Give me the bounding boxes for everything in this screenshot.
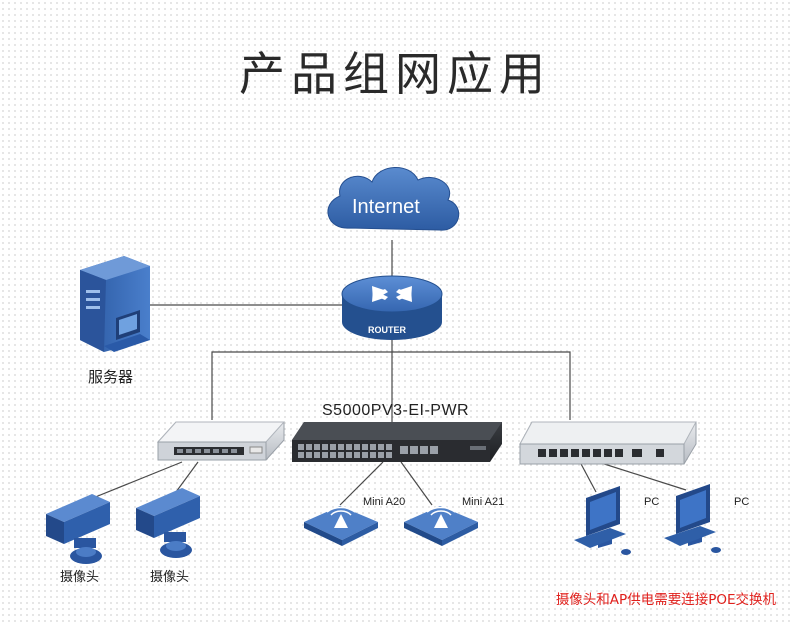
link-core-ap-left xyxy=(339,461,384,506)
core-switch-port xyxy=(362,452,368,458)
pc-1-label: PC xyxy=(644,496,660,508)
core-switch-port xyxy=(306,444,312,450)
core-switch-port xyxy=(330,452,336,458)
connection-lines xyxy=(87,240,687,506)
core-switch-port xyxy=(298,444,304,450)
core-switch-port xyxy=(322,444,328,450)
core-switch-port xyxy=(346,444,352,450)
camera-2-icon xyxy=(136,488,200,558)
router-label: ROUTER xyxy=(368,325,406,335)
core-switch-port xyxy=(386,444,392,450)
pc-2-icon xyxy=(664,484,721,553)
core-switch-label: S5000PV3-EI-PWR xyxy=(322,402,470,419)
core-switch-port xyxy=(330,444,336,450)
core-switch-sfp-port xyxy=(430,446,438,454)
core-switch-port xyxy=(370,444,376,450)
server-label: 服务器 xyxy=(88,368,134,386)
link-right-switch-pc1 xyxy=(579,461,597,493)
link-core-ap-right xyxy=(400,461,433,506)
link-right-switch-pc2 xyxy=(597,461,687,491)
core-switch-port xyxy=(386,452,392,458)
link-router-left-switch xyxy=(211,351,392,420)
right-switch-icon xyxy=(519,421,697,465)
core-switch-port xyxy=(354,452,360,458)
server-icon xyxy=(80,256,150,352)
link-left-switch-camera1 xyxy=(87,461,183,501)
ap-right-label: Mini A21 xyxy=(462,496,505,508)
core-switch-port xyxy=(314,444,320,450)
internet-cloud-icon xyxy=(327,167,460,231)
core-switch-port xyxy=(338,452,344,458)
internet-label: Internet xyxy=(352,196,420,218)
poe-note: 摄像头和AP供电需要连接POE交换机 xyxy=(555,592,776,608)
core-switch-port xyxy=(322,452,328,458)
core-switch-sfp-port xyxy=(410,446,418,454)
camera-2-label: 摄像头 xyxy=(150,570,190,585)
core-switch-port xyxy=(306,452,312,458)
core-switch-sfp-port xyxy=(400,446,408,454)
router-icon xyxy=(341,275,443,340)
core-switch-icon xyxy=(292,422,502,462)
ap-left-icon xyxy=(304,506,378,546)
ap-left-label: Mini A20 xyxy=(363,496,406,508)
camera-1-label: 摄像头 xyxy=(60,570,100,585)
link-left-switch-camera2 xyxy=(175,461,199,493)
camera-1-icon xyxy=(46,494,110,564)
core-switch-port xyxy=(370,452,376,458)
core-switch-port xyxy=(346,452,352,458)
core-switch-port xyxy=(362,444,368,450)
pc-2-label: PC xyxy=(734,496,750,508)
ap-right-icon xyxy=(404,506,478,546)
core-switch-port xyxy=(378,444,384,450)
core-switch-sfp-port xyxy=(420,446,428,454)
link-router-right-switch xyxy=(392,351,571,420)
core-switch-port xyxy=(378,452,384,458)
page-title: 产品组网应用 xyxy=(239,47,551,101)
core-switch-port xyxy=(314,452,320,458)
core-switch-port xyxy=(298,452,304,458)
left-poe-switch-icon xyxy=(156,421,286,461)
core-switch-port xyxy=(338,444,344,450)
pc-1-icon xyxy=(574,486,631,555)
core-switch-port xyxy=(354,444,360,450)
